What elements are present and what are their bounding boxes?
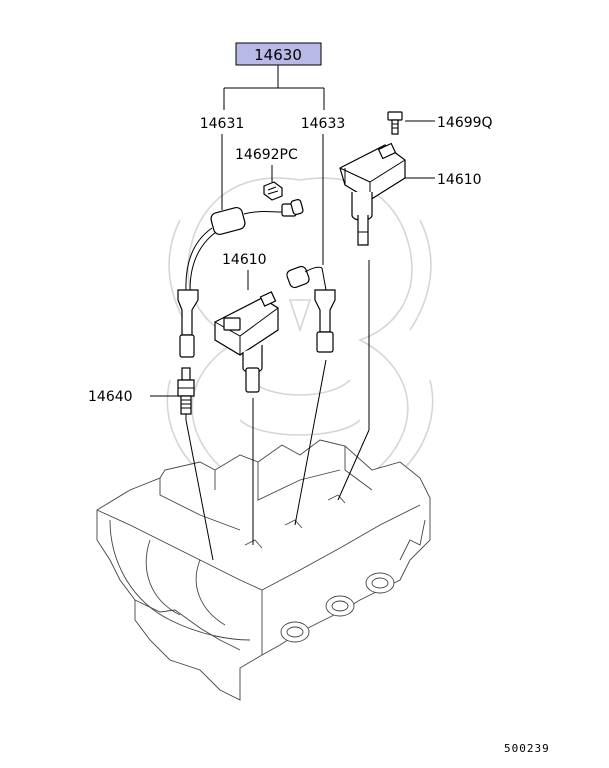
assembly-number-label: 14630: [254, 46, 302, 64]
cylinder-head: [96, 439, 431, 701]
engine-leader-lines: [185, 260, 370, 561]
figure-code: 500239: [504, 742, 550, 755]
part-label-14699q[interactable]: 14699Q: [437, 115, 493, 131]
clip-part[interactable]: [263, 181, 283, 201]
watermark-emblem: [166, 177, 434, 501]
part-label-14610-top[interactable]: 14610: [437, 172, 482, 188]
part-label-14692pc[interactable]: 14692PC: [235, 147, 298, 163]
part-label-14633[interactable]: 14633: [301, 116, 346, 132]
assembly-bracket: [223, 65, 325, 110]
assembly-number-box[interactable]: 14630: [235, 42, 322, 66]
spark-plug[interactable]: [177, 367, 195, 420]
ignition-coil-top[interactable]: [339, 142, 406, 246]
part-label-14640[interactable]: 14640: [88, 389, 133, 405]
part-label-14610-mid[interactable]: 14610: [222, 252, 267, 268]
spark-plug-wire-left[interactable]: [177, 199, 304, 358]
bolt-part[interactable]: [387, 111, 403, 135]
part-label-14631[interactable]: 14631: [200, 116, 245, 132]
ignition-coil-center[interactable]: [214, 291, 279, 393]
spark-plug-wire-right[interactable]: [286, 265, 336, 353]
